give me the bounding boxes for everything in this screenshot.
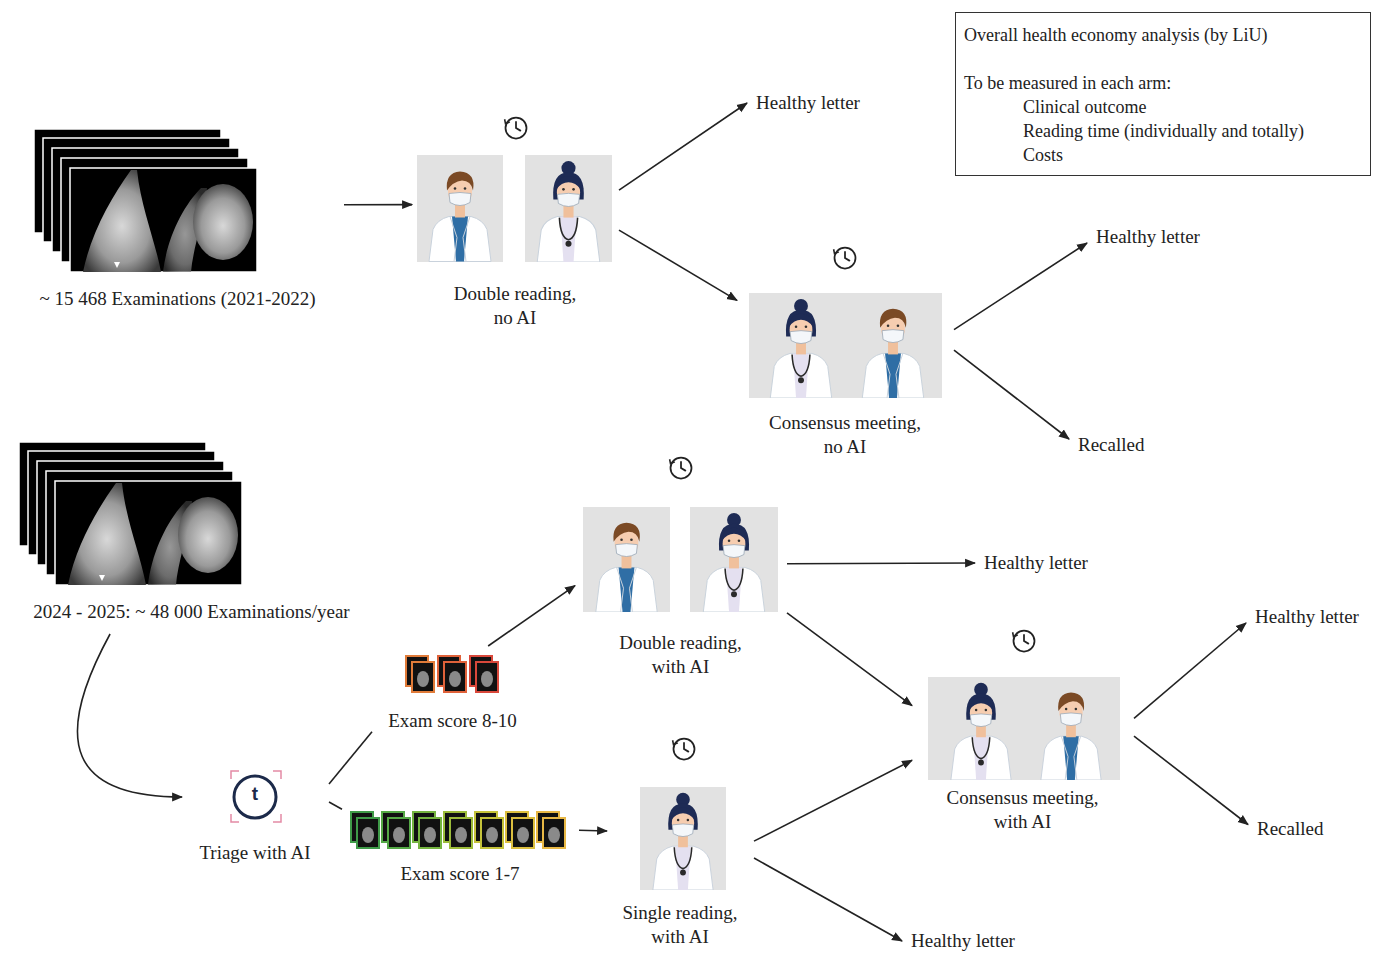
clock-icon	[673, 739, 695, 760]
flow-arrow	[754, 760, 912, 841]
reading-step: Single reading, with AI	[610, 782, 750, 951]
flow-arrow	[77, 634, 182, 797]
flow-arrow	[1134, 623, 1246, 718]
outcome-text: Healthy letter	[984, 551, 1088, 575]
outcome-text: Healthy letter	[1096, 225, 1200, 249]
box-heading: Overall health economy analysis (by LiU)	[964, 23, 1362, 47]
node-caption: Exam score 1-7	[345, 862, 575, 886]
exam-thumbnail	[351, 812, 379, 848]
clock-icon	[670, 458, 692, 479]
portrait-ground	[928, 677, 1120, 780]
flow-arrow	[344, 204, 412, 206]
outcome-label: Healthy letter	[1090, 222, 1206, 252]
score-group: Exam score 1-7	[345, 805, 575, 889]
outcome-label: Healthy letter	[905, 926, 1021, 956]
outcome-text: Healthy letter	[1255, 605, 1359, 629]
node-caption: Double reading, no AI	[448, 282, 582, 330]
flow-arrow	[787, 562, 975, 564]
doctor-figure	[429, 172, 491, 262]
box-item: Costs	[964, 143, 1362, 167]
mammogram-stack	[19, 442, 242, 585]
portrait-ground	[749, 293, 942, 398]
exam-thumbnail	[470, 656, 498, 692]
doctor-figure	[653, 793, 713, 890]
reading-step: Double reading, no AI	[415, 150, 615, 332]
node-caption: Triage with AI	[185, 841, 325, 865]
node-caption: Exam score 8-10	[375, 709, 530, 733]
outcome-label: Recalled	[1251, 814, 1329, 844]
mammogram-stack	[34, 129, 257, 272]
flow-arrow	[619, 103, 747, 190]
node-caption: 2024 - 2025: ~ 48 000 Examinations/year	[3, 600, 380, 624]
node-caption: ~ 15 468 Examinations (2021-2022)	[15, 287, 340, 311]
flow-arrow	[1134, 736, 1248, 824]
info-box: Overall health economy analysis (by LiU)…	[955, 12, 1371, 176]
box-item: Reading time (individually and totally)	[964, 119, 1362, 143]
node-caption: Consensus meeting, no AI	[764, 411, 926, 459]
exam-thumbnail	[444, 812, 472, 848]
outcome-label: Recalled	[1072, 430, 1150, 460]
portrait-ground	[417, 155, 503, 262]
outcome-text: Recalled	[1257, 817, 1323, 841]
exam-set: 2024 - 2025: ~ 48 000 Examinations/year	[3, 440, 380, 630]
doctor-figure	[862, 309, 923, 398]
doctor-figure	[537, 161, 600, 262]
exam-thumbnail	[506, 812, 534, 848]
exam-thumbnail	[438, 656, 466, 692]
flow-arrow	[619, 230, 737, 300]
clock-icon	[1013, 631, 1035, 652]
clock-icon	[834, 248, 856, 269]
flow-arrow	[329, 732, 372, 784]
flow-arrow	[954, 243, 1087, 330]
outcome-text: Healthy letter	[756, 91, 860, 115]
flow-arrow	[329, 802, 342, 809]
outcome-label: Healthy letter	[978, 548, 1094, 578]
outcome-text: Recalled	[1078, 433, 1144, 457]
outcome-label: Healthy letter	[750, 88, 866, 118]
flow-arrow	[954, 350, 1069, 439]
flow-arrow	[787, 613, 912, 706]
flow-arrow	[579, 829, 607, 831]
doctor-figure	[703, 513, 764, 612]
doctor-figure	[1041, 693, 1101, 780]
doctor-figure	[951, 683, 1011, 780]
outcome-label: Healthy letter	[1249, 602, 1365, 632]
portrait-ground	[525, 155, 612, 262]
portrait-ground	[690, 507, 778, 612]
score-group: Exam score 8-10	[375, 650, 530, 736]
consensus-step: Consensus meeting, no AI	[740, 290, 950, 462]
logo-letter: t	[185, 782, 325, 812]
flow-arrow	[488, 586, 575, 646]
consensus-step: Consensus meeting, with AI	[915, 675, 1130, 836]
box-item: Clinical outcome	[964, 95, 1362, 119]
portrait-ground	[583, 507, 670, 612]
exam-thumbnail	[537, 812, 565, 848]
node-caption: Single reading, with AI	[613, 901, 747, 949]
box-intro: To be measured in each arm:	[964, 71, 1362, 95]
exam-thumbnail	[406, 656, 434, 692]
exam-thumbnail	[413, 812, 441, 848]
exam-set: ~ 15 468 Examinations (2021-2022)	[15, 125, 340, 315]
doctor-figure	[596, 523, 657, 612]
portrait-ground	[640, 787, 726, 890]
exam-thumbnail	[475, 812, 503, 848]
flow-arrow	[754, 858, 902, 941]
triage-step: tTriage with AI	[185, 768, 325, 868]
node-caption: Double reading, with AI	[614, 631, 748, 679]
reading-step: Double reading, with AI	[578, 500, 783, 682]
doctor-figure	[770, 299, 831, 398]
clock-icon	[505, 118, 527, 139]
node-caption: Consensus meeting, with AI	[942, 786, 1104, 834]
exam-thumbnail	[382, 812, 410, 848]
outcome-text: Healthy letter	[911, 929, 1015, 953]
